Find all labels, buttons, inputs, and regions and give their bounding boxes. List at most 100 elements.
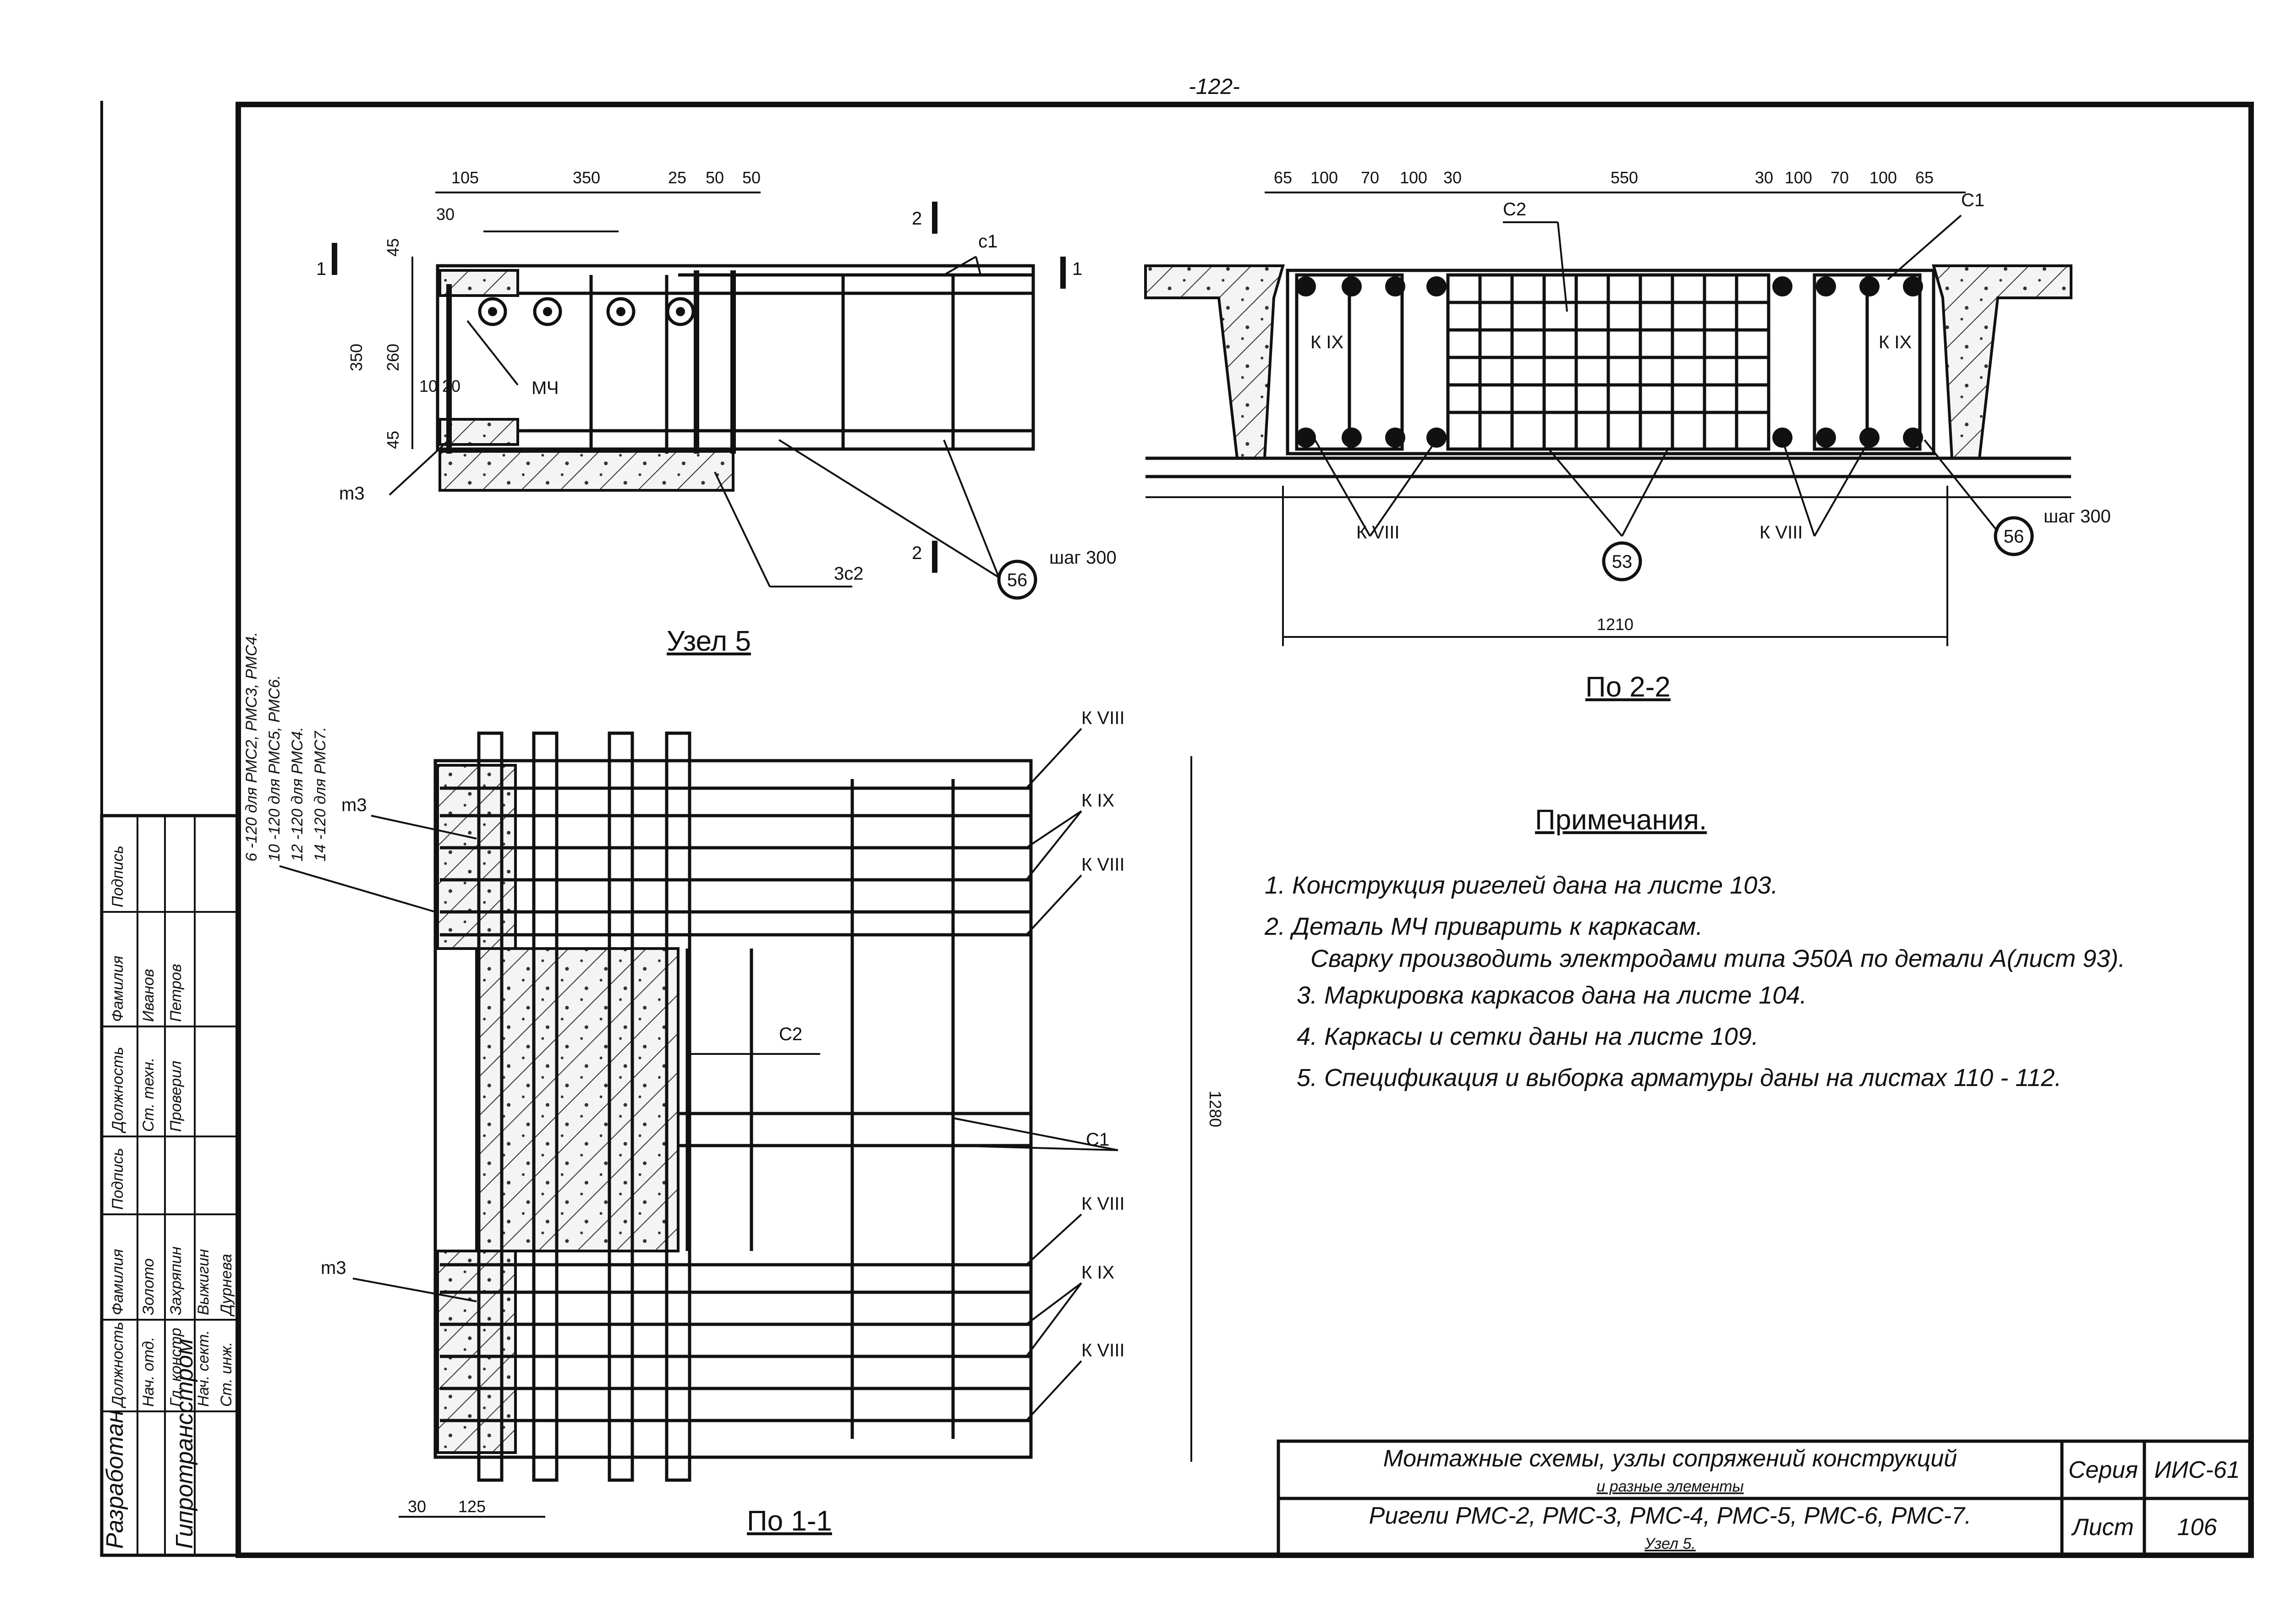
uzel5-label-c1: с1 (978, 231, 998, 252)
s11-k8-4: К VIII (1081, 1340, 1124, 1361)
s22-pos-56: 56 (2004, 527, 2024, 547)
stamp-row1-pos: Нач. отд. (140, 1337, 157, 1407)
s22-dim-70b: 70 (1831, 168, 1849, 187)
uzel5-cut1-left: 1 (316, 259, 326, 279)
note-4: 4. Каркасы и сетки даны на листе 109. (1297, 1023, 1759, 1050)
stamp-block: Должность Фамилия Подпись Должность Фами… (100, 814, 240, 1557)
tb-sheet-value: 106 (2177, 1514, 2217, 1541)
stamp-rowR1-pos: Ст. техн. (140, 1058, 157, 1132)
s11-label-c2: С2 (779, 1024, 802, 1044)
s22-label-k9-left: К IX (1310, 332, 1343, 352)
uzel5-dim-50a: 50 (706, 168, 724, 187)
s22-dim-70a: 70 (1361, 168, 1379, 187)
uzel5-dim-20: 20 (442, 377, 460, 395)
uzel5-dim-105: 105 (451, 168, 479, 187)
s11-k8-3: К VIII (1081, 1194, 1124, 1214)
stamp-row3-name: Выжигин (195, 1249, 212, 1315)
uzel5-dim-50b: 50 (742, 168, 761, 187)
stamp-row2-name: Захряпин (167, 1246, 185, 1315)
note-2b: Сварку производить электродами типа Э50А… (1310, 945, 2125, 972)
tb-line2: и разные элементы (1596, 1478, 1743, 1495)
uzel5-cut2-bottom: 2 (912, 543, 922, 563)
title-block: Монтажные схемы, узлы сопряжений констру… (1277, 1439, 2252, 1558)
tb-line1: Монтажные схемы, узлы сопряжений констру… (1383, 1445, 1957, 1472)
stamp-rowR2-pos: Проверил (167, 1061, 185, 1132)
note-1: 1. Конструкция ригелей дана на листе 103… (1265, 872, 1778, 899)
stamp-developer: Разработан (102, 1410, 128, 1549)
tb-series-label: Серия (2068, 1457, 2138, 1483)
side-notes: 6 -120 для РМС2, РМС3, РМС4. 10 -120 для… (243, 632, 436, 913)
s11-k9-1: К IX (1081, 790, 1114, 811)
uzel5-cut2-top: 2 (912, 208, 922, 229)
section11-view: m3 m3 С2 С1 К VIII К IX К VIII К VIII К … (321, 708, 1225, 1537)
stamp-h-podp-1: Подпись (109, 1148, 126, 1210)
side-note-4: 14 -120 для РМС7. (312, 727, 329, 861)
stamp-row3-pos: Нач. сект. (195, 1330, 212, 1407)
note-2: 2. Деталь МЧ приварить к каркасам. (1264, 913, 1703, 940)
uzel5-label-m3: m3 (339, 483, 365, 504)
s22-title: По 2-2 (1585, 671, 1671, 703)
s11-title: По 1-1 (747, 1505, 832, 1537)
s11-dim-30: 30 (408, 1497, 426, 1516)
stamp-rowR2-name: Петров (167, 964, 185, 1022)
s11-k8-1: К VIII (1081, 708, 1124, 728)
stamp-row2-pos: Гл. констр (167, 1328, 185, 1407)
notes-title: Примечания. (1535, 804, 1707, 836)
uzel5-dim-25: 25 (668, 168, 686, 187)
note-5: 5. Спецификация и выборка арматуры даны … (1297, 1064, 2061, 1092)
stamp-h-fam-1: Фамилия (109, 1249, 126, 1315)
side-note-2: 10 -120 для РМС5, РМС6. (266, 675, 283, 861)
stamp-row4-pos: Ст. инж. (218, 1342, 235, 1407)
s22-dim-65b: 65 (1915, 168, 1934, 187)
s11-dim-125: 125 (458, 1497, 486, 1516)
section22-view: 65 100 70 100 30 550 30 100 70 100 65 (1144, 168, 2111, 703)
uzel5-dim-45-top: 45 (384, 238, 402, 257)
stamp-row1-name: Золото (140, 1258, 157, 1315)
s22-label-k8-left: К VIII (1356, 522, 1399, 543)
s11-k8-2: К VIII (1081, 855, 1124, 875)
page-number: -122- (1189, 75, 1240, 99)
stamp-h-dolzh-2: Должность (109, 1047, 126, 1134)
s22-dim-30b: 30 (1755, 168, 1773, 187)
uzel5-view: 105 350 25 50 50 30 45 350 260 45 (316, 168, 1117, 657)
s11-k9-2: К IX (1081, 1262, 1114, 1283)
uzel5-dim-45-bot: 45 (384, 431, 402, 449)
note-3: 3. Маркировка каркасов дана на листе 104… (1297, 982, 1807, 1009)
s22-label-k8-right: К VIII (1759, 522, 1803, 543)
uzel5-dim-260: 260 (384, 344, 402, 371)
s11-dim-1280: 1280 (1206, 1091, 1225, 1127)
stamp-row4-name: Дурнева (218, 1254, 235, 1317)
s22-label-c1: С1 (1961, 190, 1984, 210)
s11-label-m3-bottom: m3 (321, 1258, 346, 1278)
s22-label-c2: С2 (1503, 199, 1526, 219)
side-note-3: 12 -120 для РМС4. (289, 727, 306, 861)
uzel5-pos-56: 56 (1007, 570, 1028, 590)
s11-label-m3-top: m3 (341, 795, 367, 815)
uzel5-step: шаг 300 (1049, 548, 1117, 568)
s22-dim-100a: 100 (1310, 168, 1338, 187)
uzel5-dim-350: 350 (573, 168, 600, 187)
stamp-h-podp-2: Подпись (109, 845, 126, 907)
uzel5-cut1-right: 1 (1072, 259, 1082, 279)
uzel5-label-3c2: 3с2 (834, 564, 864, 584)
tb-sheet-label: Лист (2071, 1514, 2134, 1541)
s22-step: шаг 300 (2044, 506, 2111, 527)
s22-dim-100b: 100 (1400, 168, 1427, 187)
stamp-h-dolzh-1: Должность (109, 1322, 126, 1409)
uzel5-title: Узел 5 (667, 625, 751, 657)
s22-dim-65a: 65 (1274, 168, 1292, 187)
notes-block: Примечания. 1. Конструкция ригелей дана … (1264, 804, 2125, 1092)
uzel5-label-mch: МЧ (532, 378, 559, 398)
s22-pos-53: 53 (1612, 552, 1633, 572)
s22-dim-100c: 100 (1785, 168, 1812, 187)
s22-dim-100d: 100 (1869, 168, 1897, 187)
uzel5-dim-10: 10 (419, 377, 438, 395)
tb-series-value: ИИС-61 (2154, 1457, 2240, 1483)
s22-dim-1210: 1210 (1597, 615, 1633, 634)
uzel5-dim-30: 30 (436, 205, 455, 224)
s22-dim-550: 550 (1611, 168, 1638, 187)
stamp-rowR1-name: Иванов (140, 969, 157, 1022)
uzel5-dim-350-left: 350 (347, 344, 366, 371)
tb-line3: Ригели РМС-2, РМС-3, РМС-4, РМС-5, РМС-6… (1369, 1503, 1972, 1529)
